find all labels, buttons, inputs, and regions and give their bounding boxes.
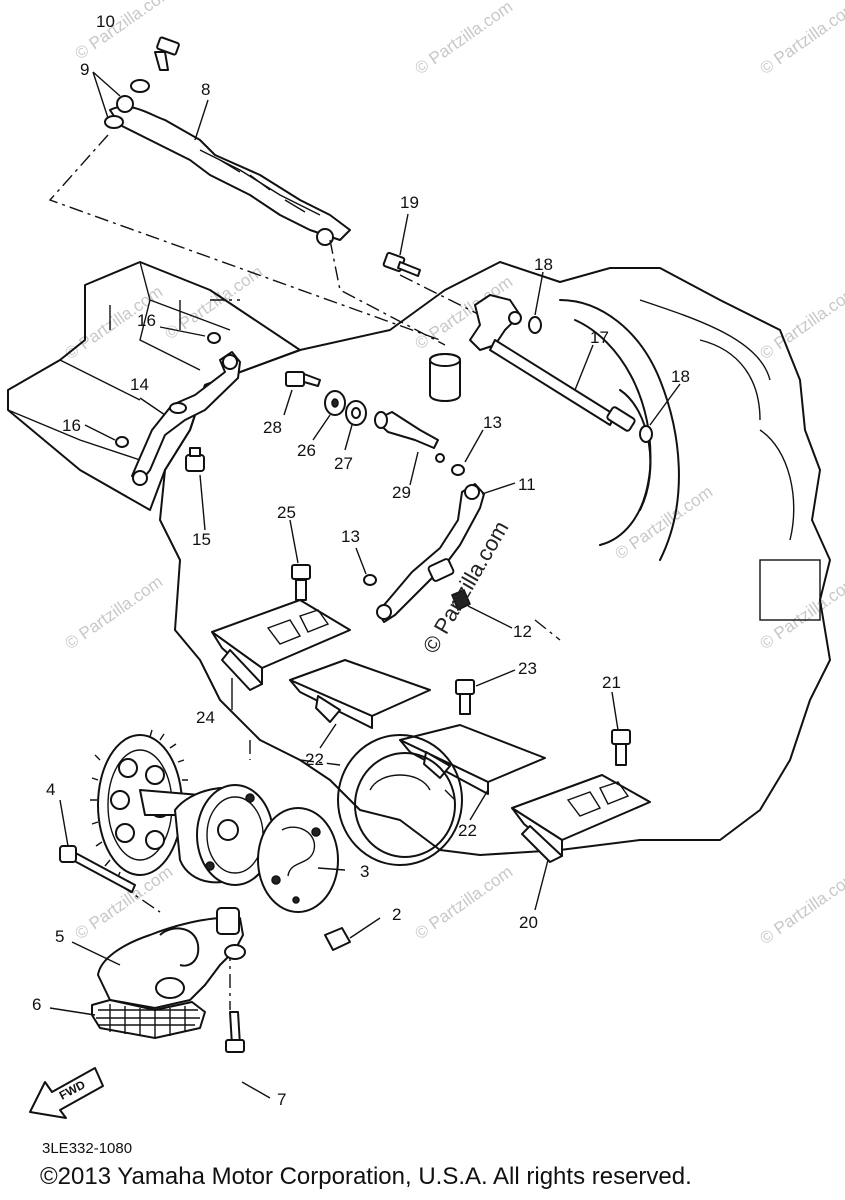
callout-label: 24 xyxy=(196,708,215,727)
callout-label: 12 xyxy=(513,622,532,641)
callout-label: 18 xyxy=(671,367,690,386)
callout-label: 23 xyxy=(518,659,537,678)
callout-label: 29 xyxy=(392,483,411,502)
callout-label: 22 xyxy=(305,750,324,769)
callout-label: 27 xyxy=(334,454,353,473)
bolt-12 xyxy=(451,589,471,612)
bolt-4 xyxy=(59,845,136,893)
pin-2 xyxy=(324,927,351,951)
callout-label: 2 xyxy=(392,905,401,924)
watermark: © Partzilla.com xyxy=(756,572,845,653)
callout-label: 5 xyxy=(55,927,64,946)
callout-label: 11 xyxy=(518,475,536,494)
bolt-21 xyxy=(611,729,631,766)
callout-label: 22 xyxy=(458,821,477,840)
callout-label: 25 xyxy=(277,503,296,522)
oil-strainer-5 xyxy=(97,907,246,1009)
washer-27 xyxy=(345,400,367,426)
oil-delivery-pipe-8 xyxy=(109,95,351,246)
washer-26 xyxy=(324,390,346,416)
copyright-notice: ©2013 Yamaha Motor Corporation, U.S.A. A… xyxy=(40,1163,692,1190)
watermark: © Partzilla.com xyxy=(411,0,516,78)
shaft-29 xyxy=(374,411,445,463)
callout-label: 17 xyxy=(590,328,609,347)
callout-label: 26 xyxy=(297,441,316,460)
oil-pipe-11 xyxy=(376,483,485,623)
plug-15 xyxy=(185,447,205,472)
callout-label: 16 xyxy=(62,416,81,435)
o-ring-18 xyxy=(528,316,653,443)
bolt-25 xyxy=(291,564,311,601)
baffle-plate-22 xyxy=(289,659,431,729)
center-watermark: © Partzilla.com xyxy=(418,517,514,658)
baffle-plate-20 xyxy=(511,774,651,863)
callout-label: 18 xyxy=(534,255,553,274)
bolt-7 xyxy=(225,1011,245,1053)
oil-pipe-14 xyxy=(131,351,241,486)
watermark: © Partzilla.com xyxy=(756,867,845,948)
crankcase-outline xyxy=(159,261,831,856)
pump-cover-3 xyxy=(257,807,339,913)
callout-label: 9 xyxy=(80,60,89,79)
leader-lines xyxy=(49,71,681,1099)
callout-label: 16 xyxy=(137,311,156,330)
baffle-plate-24 xyxy=(211,599,351,691)
crank-opening xyxy=(337,734,463,866)
callout-label: 15 xyxy=(192,530,211,549)
watermark: © Partzilla.com xyxy=(61,572,166,653)
o-ring-16 xyxy=(115,332,221,448)
callout-labels: 10 9 8 19 18 16 14 17 18 28 26 27 13 16 … xyxy=(32,12,690,1109)
callout-label: 28 xyxy=(263,418,282,437)
callout-label: 4 xyxy=(46,780,55,799)
oil-pipe-17 xyxy=(469,294,636,432)
fwd-arrow-icon: FWD xyxy=(29,1067,104,1119)
oil-strainer-mesh-6 xyxy=(91,999,206,1039)
callout-label: 19 xyxy=(400,193,419,212)
watermark: © Partzilla.com xyxy=(756,282,845,363)
callout-label: 13 xyxy=(341,527,360,546)
watermark: © Partzilla.com xyxy=(411,862,516,943)
bolt-19 xyxy=(382,251,421,277)
callout-label: 6 xyxy=(32,995,41,1014)
callout-label: 21 xyxy=(602,673,621,692)
watermark: © Partzilla.com xyxy=(756,0,845,78)
baffle-plate-22b xyxy=(399,724,546,795)
bolt-28 xyxy=(285,371,321,387)
bolt-23 xyxy=(455,679,475,715)
washer-9 xyxy=(104,79,150,129)
callout-label: 8 xyxy=(201,80,210,99)
callout-label: 3 xyxy=(360,862,369,881)
callout-label: 13 xyxy=(483,413,502,432)
callout-label: 14 xyxy=(130,375,149,394)
bolt-10 xyxy=(154,36,180,71)
diagram-code: 3LE332-1080 xyxy=(42,1140,133,1157)
o-ring-13 xyxy=(363,464,465,586)
callout-label: 20 xyxy=(519,913,538,932)
callout-label: 7 xyxy=(277,1090,286,1109)
cylinder-block xyxy=(7,261,301,511)
callout-label: 10 xyxy=(96,12,115,31)
